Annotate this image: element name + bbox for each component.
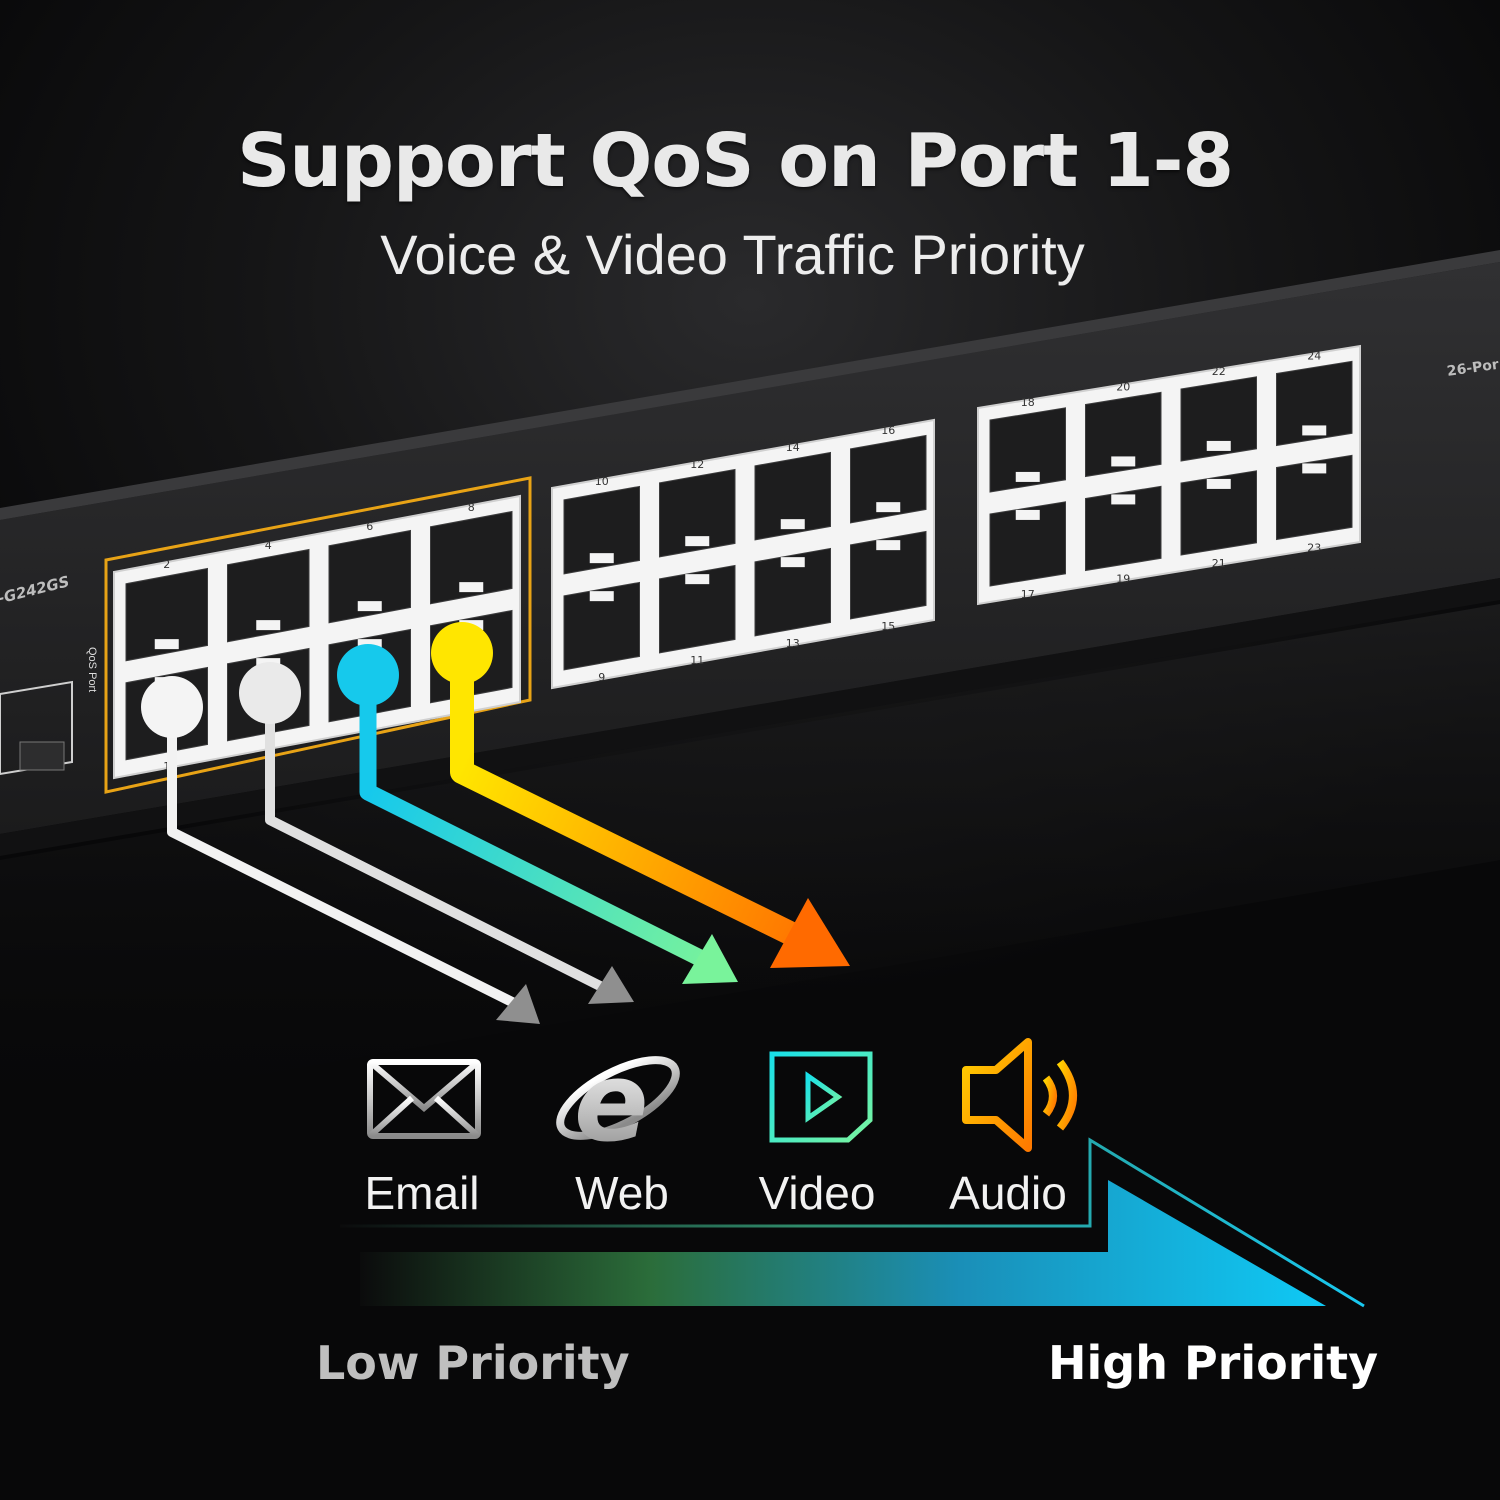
port-latch-notch [589,591,614,602]
port-latch-notch [780,557,805,568]
port-block-frame [113,494,521,780]
port-number-label: 21 [1212,557,1226,570]
high-priority-label: High Priority [1048,1336,1379,1390]
page-title: Support QoS on Port 1-8 [237,118,1234,204]
rj45-port [1276,454,1353,541]
port-number-label: 18 [1021,396,1035,409]
video-clip-icon [769,1051,873,1143]
email-arrowhead [496,984,540,1024]
port-latch-notch [1015,509,1040,520]
email-port-plug [141,676,203,738]
category-web-label: Web [575,1167,669,1219]
port-number-label: 1 [163,760,170,773]
rj45-port [227,548,310,643]
port-latch-notch [876,502,901,513]
email-cable [167,712,523,1011]
port-number-label: 14 [786,441,800,454]
audio-arrowhead [770,898,850,968]
port-number-label: 19 [1116,572,1130,585]
port-latch-notch [357,601,382,612]
chassis-top-edge [0,250,1500,520]
port-latch-notch [685,536,710,547]
port-latch-notch [589,553,614,564]
sfp-slot [0,680,73,776]
port-latch-notch [685,574,710,585]
speaker-icon [962,1038,1077,1152]
switch-reflection [0,604,1500,1120]
port-number-label: 16 [881,424,895,437]
port-latch-notch [154,639,179,650]
category-video-label: Video [758,1167,876,1219]
rj45-port [989,501,1066,587]
port-latch-notch [1111,494,1136,505]
port-number-label: 15 [881,620,895,633]
video-cable [359,680,708,968]
port-latch-notch [1015,471,1040,482]
port-number-label: 24 [1307,349,1321,362]
priority-arrow [360,1180,1326,1306]
qos-port-frame [104,476,532,794]
port-number-label: 23 [1307,541,1321,554]
port-number-label: 10 [595,475,609,488]
port-latch-notch [1302,425,1327,436]
port-block-frame [977,344,1361,606]
category-audio-label: Audio [949,1167,1067,1219]
port-number-label: 2 [163,558,170,571]
port-number-label: 12 [690,458,704,471]
port-number-label: 9 [598,671,605,684]
video-arrowhead [682,934,738,984]
category-email-label: Email [364,1167,480,1219]
web-cable [265,700,611,995]
port-latch-notch [1206,478,1231,489]
qos-port-label: QoS Port [86,647,98,693]
rj45-port [754,451,831,541]
port-latch-notch [876,540,901,551]
rj45-port [1276,360,1353,447]
port-number-label: 17 [1021,588,1035,601]
rj45-port [430,510,513,605]
rj45-port [563,581,640,671]
port-latch-notch [780,519,805,530]
port-number-label: 13 [786,637,800,650]
svg-text:e: e [574,1038,649,1166]
port-latch-notch [256,620,281,631]
low-priority-label: Low Priority [316,1336,630,1390]
rj45-port [989,407,1066,493]
rj45-port [1180,470,1257,556]
port-number-label: 4 [265,539,272,552]
video-port-plug [337,644,399,706]
rj45-port [328,529,411,624]
port-latch-notch [1302,463,1327,474]
port-latch-notch [1111,456,1136,467]
priority-arrow-outline [340,1137,1365,1308]
envelope-icon [367,1059,481,1139]
rj45-port [659,564,736,654]
rj45-port [659,468,736,558]
page-subtitle: Voice & Video Traffic Priority [380,223,1085,286]
audio-port-plug [431,622,493,684]
port-number-label: 11 [690,654,704,667]
port-number-label: 20 [1116,380,1130,393]
web-port-plug [239,662,301,724]
port-latch-notch [459,582,484,593]
port-number-label: 8 [468,501,475,514]
audio-cable [450,658,818,955]
rj45-port [850,434,927,524]
rj45-port [1085,391,1162,478]
rj45-port [1180,376,1257,462]
rj45-port [125,567,208,662]
port-number-label: 22 [1212,365,1226,378]
rj45-port [754,547,831,637]
port-block-frame [551,418,935,690]
rj45-port [563,485,640,575]
internet-explorer-icon: e [556,1038,680,1166]
port-number-label: 6 [366,520,373,533]
rj45-port [850,530,927,620]
web-arrowhead [588,966,634,1004]
cable-lines [167,658,818,1011]
rj45-port [1085,485,1162,572]
port-latch-notch [1206,440,1231,451]
